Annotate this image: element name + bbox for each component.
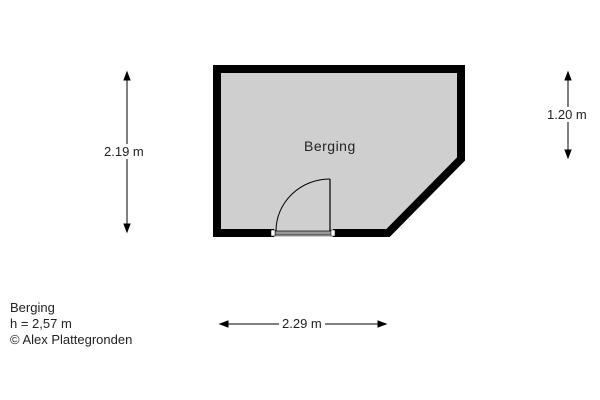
info-copyright: © Alex Plattegronden: [10, 332, 133, 347]
dimension-bottom-label: 2.29 m: [279, 316, 325, 331]
dimension-left-label: 2.19 m: [101, 144, 147, 159]
info-ceiling-height: h = 2,57 m: [10, 316, 72, 331]
room-berging-floor: [213, 65, 465, 237]
door-swing-arc: [275, 178, 331, 232]
dimension-right-label: 1.20 m: [544, 107, 590, 122]
plan-info: Berging h = 2,57 m © Alex Plattegronden: [10, 300, 132, 348]
door-threshold: [274, 230, 333, 236]
info-room-name: Berging: [10, 300, 55, 315]
door-jamb-right: [330, 229, 336, 237]
room-label: Berging: [304, 138, 356, 154]
door-jamb-left: [270, 229, 276, 237]
